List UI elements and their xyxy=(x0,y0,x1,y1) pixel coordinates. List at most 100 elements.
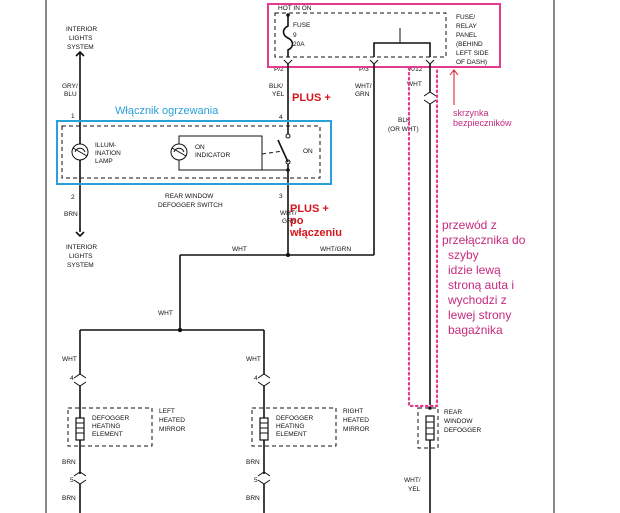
wire-wht-yel-label-1: YEL xyxy=(408,486,421,493)
route-annotation-7: bagażnika xyxy=(448,323,503,337)
rear-defogger-dashed-box xyxy=(417,407,439,449)
wire-wht-yel-label-0: WHT/ xyxy=(404,477,421,484)
rear-defogger-hatch xyxy=(426,421,434,435)
right-mirror-element-hatch xyxy=(260,422,268,434)
pin3-label: 3 xyxy=(279,193,283,200)
fuse-rating: 20A xyxy=(293,41,305,48)
left-mirror-connector-top xyxy=(73,373,87,387)
illum-label-2: LAMP xyxy=(95,158,113,165)
plus-label-top: PLUS + xyxy=(292,92,331,104)
left-name-0: LEFT xyxy=(159,408,175,415)
hot-in-on-label: HOT IN ON xyxy=(278,5,312,12)
wire-blk-yel-label-0: BLK/ xyxy=(269,83,283,90)
interior-top-arrow xyxy=(75,50,85,57)
right-brn-bottom-label: BRN xyxy=(246,495,260,502)
left-brn-label: BRN xyxy=(62,459,76,466)
left-pin4-label: 4 xyxy=(70,375,74,382)
interior-bottom-0: INTERIOR xyxy=(66,244,97,251)
plus-label-2-0: PLUS + xyxy=(290,203,329,215)
defogger-switch: ILLUM- INATION LAMP ON INDICATOR ON xyxy=(61,124,321,193)
connector-p3-label: P/3 xyxy=(359,66,369,73)
switch-dashed-box xyxy=(61,125,321,179)
wire-wht-bus-label: WHT xyxy=(232,246,247,253)
interior-bottom-2: SYSTEM xyxy=(67,262,94,269)
left-brn-bottom-label: BRN xyxy=(62,495,76,502)
wire-wht-grn-bus-label: WHT/GRN xyxy=(320,246,351,253)
connector-p3-chevron xyxy=(369,59,379,65)
route-annotation-4: stroną auta i xyxy=(448,278,514,292)
left-pin5-label: 5 xyxy=(70,477,74,484)
interior-top-2: SYSTEM xyxy=(67,44,94,51)
fuse-symbol xyxy=(282,15,294,57)
left-element-label-2: ELEMENT xyxy=(92,431,123,438)
wire-wht-grn-mid-label-1: GRN xyxy=(282,218,297,225)
fuse-panel-text-1: RELAY xyxy=(456,23,477,30)
wire-blk-yel-label-1: YEL xyxy=(272,91,285,98)
right-pin4-label: 4 xyxy=(254,375,258,382)
route-annotation-0: przewód z xyxy=(442,218,497,232)
left-element-label-0: DEFOGGER xyxy=(92,415,130,422)
on-indicator-filament xyxy=(171,147,187,157)
route-annotation-5: wychodzi z xyxy=(447,293,507,307)
pin4-label: 4 xyxy=(279,114,283,121)
wire-gry-blu-label-1: BLU xyxy=(64,91,77,98)
left-element-label-1: HEATING xyxy=(92,423,120,430)
route-annotation-1: przełącznika do xyxy=(442,233,526,247)
interior-top-0: INTERIOR xyxy=(66,26,97,33)
right-name-0: RIGHT xyxy=(343,408,363,415)
route-annotation-2: szyby xyxy=(448,248,479,262)
fuse-panel-text-2: PANEL xyxy=(456,32,477,39)
fuse-box-highlight xyxy=(267,3,501,68)
rear-defogger-label-2: DEFOGGER xyxy=(444,427,482,434)
fusebox-arrow xyxy=(449,69,459,105)
switch-on-label: ON xyxy=(303,148,313,155)
bus-node xyxy=(286,253,290,257)
fuse-panel-bus xyxy=(373,42,431,57)
wire-blk-or-wht-label-1: (OR WHT) xyxy=(388,126,419,133)
wire-wht-vertical-label: WHT xyxy=(158,310,173,317)
route-highlight xyxy=(407,66,439,408)
fuse-panel-text-3: (BEHIND xyxy=(456,41,483,48)
right-element-label-2: ELEMENT xyxy=(276,431,307,438)
fuse-label: FUSE xyxy=(293,22,311,29)
right-mirror-element xyxy=(259,417,269,441)
illum-label-1: INATION xyxy=(95,150,121,157)
illum-label-0: ILLUM- xyxy=(95,142,116,149)
fusebox-annotation-1: bezpieczników xyxy=(453,118,512,128)
wire-k12-connector xyxy=(423,91,437,105)
left-name-1: HEATED xyxy=(159,417,185,424)
right-mirror-connector-top xyxy=(257,373,271,387)
switch-contact-top xyxy=(285,133,291,139)
right-mirror-dashed-box xyxy=(251,407,337,447)
right-pin5-label: 5 xyxy=(254,477,258,484)
switch-name-1: DEFOGGER SWITCH xyxy=(158,202,223,209)
fuse-relay-panel: HOT IN ON FUSE 9 20A FUSE/ RELAY PANEL (… xyxy=(274,5,489,73)
switch-lever-link xyxy=(261,150,284,155)
left-mirror-element xyxy=(75,417,85,441)
wire-brn-switch-label: BRN xyxy=(64,211,78,218)
plus-label-2-2: włączeniu xyxy=(289,227,342,239)
connector-p2-label: P/2 xyxy=(274,66,284,73)
right-brn-label: BRN xyxy=(246,459,260,466)
fuse-panel-text-0: FUSE/ xyxy=(456,14,475,21)
fuse-top-node xyxy=(286,13,290,17)
wire-wht-grn-top-label-0: WHT/ xyxy=(355,83,372,90)
right-element-label-1: HEATING xyxy=(276,423,304,430)
switch-name-0: REAR WINDOW xyxy=(165,193,214,200)
connector-k12-label: K/12 xyxy=(409,66,423,73)
wire-gry-blu-label-0: GRY/ xyxy=(62,83,78,90)
fuse-panel-text-5: OF DASH) xyxy=(456,59,487,66)
left-mirror-element-hatch xyxy=(76,422,84,434)
interior-bottom-arrow xyxy=(75,231,85,238)
wire-k12-label: WHT xyxy=(407,81,422,88)
on-indicator-label-1: INDICATOR xyxy=(195,152,230,159)
switch-highlight xyxy=(56,120,332,185)
wire-wht-grn-top-label-1: GRN xyxy=(355,91,370,98)
plus-label-2-1: po xyxy=(290,215,304,227)
on-indicator-label-0: ON xyxy=(195,144,205,151)
fuse-number: 9 xyxy=(293,32,297,39)
wire-wht-grn-mid-label-0: WHT/ xyxy=(280,210,297,217)
illumination-lamp-filament xyxy=(72,147,88,157)
right-name-2: MIRROR xyxy=(343,426,370,433)
